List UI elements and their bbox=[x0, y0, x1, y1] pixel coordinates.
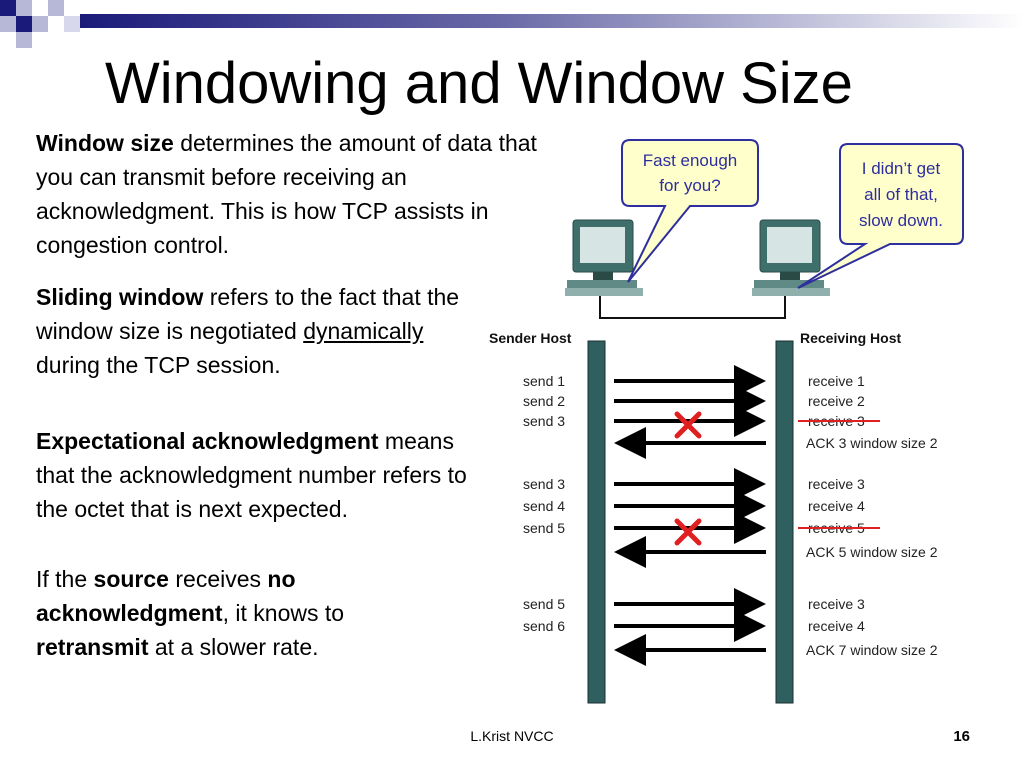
bold-term: Expectational acknowledgment bbox=[36, 428, 379, 454]
sender-timeline-bar bbox=[587, 340, 606, 704]
receive-label: receive 3 bbox=[808, 596, 865, 612]
paragraph-text: , it knows to bbox=[222, 600, 345, 626]
receive-label: receive 3 bbox=[808, 476, 865, 492]
send-label: send 5 bbox=[523, 520, 565, 536]
receiver-bubble-line: all of that, bbox=[864, 185, 938, 204]
send-label: send 6 bbox=[523, 618, 565, 634]
send-label: send 1 bbox=[523, 373, 565, 389]
receiver-timeline-bar bbox=[775, 340, 794, 704]
receive-label: receive 2 bbox=[808, 393, 865, 409]
paragraph-text: during the TCP session. bbox=[36, 352, 281, 378]
paragraph-expectational-ack: Expectational acknowledgment means that … bbox=[36, 424, 476, 526]
packet-lost-x-icon bbox=[674, 411, 702, 439]
bold-term: retransmit bbox=[36, 634, 149, 660]
footer-text: L.Krist NVCC bbox=[470, 728, 554, 744]
sender-host-label: Sender Host bbox=[489, 330, 572, 346]
receive-label: receive 4 bbox=[808, 618, 865, 634]
paragraph-text: refers to the fact that the window size … bbox=[36, 284, 460, 344]
sender-computer-icon bbox=[565, 219, 643, 296]
paragraph-retransmit: If the source receives no acknowledgment… bbox=[36, 562, 456, 664]
receive-label: receive 4 bbox=[808, 498, 865, 514]
slide-title: Windowing and Window Size bbox=[105, 51, 853, 116]
page-number: 16 bbox=[953, 728, 970, 745]
send-label: send 3 bbox=[523, 476, 565, 492]
bold-term: Sliding window bbox=[36, 284, 204, 310]
packet-lost-x-icon bbox=[674, 518, 702, 546]
sender-speech-bubble: Fast enough for you? bbox=[621, 139, 759, 283]
bold-term: Window size bbox=[36, 130, 174, 156]
receiver-bubble-line: I didn’t get bbox=[862, 159, 941, 178]
ack-label: ACK 3 window size 2 bbox=[806, 435, 938, 451]
paragraph-text: means that the acknowledgment number ref… bbox=[36, 428, 467, 522]
paragraph-text: If the bbox=[36, 566, 94, 592]
send-label: send 3 bbox=[523, 413, 565, 429]
receiver-computer-icon bbox=[752, 219, 830, 296]
send-label: send 5 bbox=[523, 596, 565, 612]
receiver-speech-bubble: I didn’t get all of that, slow down. bbox=[797, 143, 964, 289]
ack-label: ACK 5 window size 2 bbox=[806, 544, 938, 560]
ack-label: ACK 7 window size 2 bbox=[806, 642, 938, 658]
bold-term: no acknowledgment bbox=[36, 566, 296, 626]
paragraph-window-size: Window size determines the amount of dat… bbox=[36, 126, 546, 262]
paragraph-text: receives bbox=[168, 566, 268, 592]
send-label: send 4 bbox=[523, 498, 565, 514]
receiver-bubble-line: slow down. bbox=[859, 211, 943, 230]
paragraph-text: at a slower rate. bbox=[148, 634, 319, 660]
bold-term: source bbox=[93, 566, 169, 592]
network-cable bbox=[599, 294, 786, 319]
paragraph-text: determines the amount of data that you c… bbox=[36, 130, 537, 258]
header-gradient-bar bbox=[80, 14, 1024, 28]
receive-label: receive 1 bbox=[808, 373, 865, 389]
sender-bubble-line: Fast enough bbox=[643, 151, 738, 170]
paragraph-sliding-window: Sliding window refers to the fact that t… bbox=[36, 280, 476, 382]
receiving-host-label: Receiving Host bbox=[800, 330, 901, 346]
sender-bubble-line: for you? bbox=[659, 176, 720, 195]
underlined-term: dynamically bbox=[303, 318, 424, 344]
send-label: send 2 bbox=[523, 393, 565, 409]
